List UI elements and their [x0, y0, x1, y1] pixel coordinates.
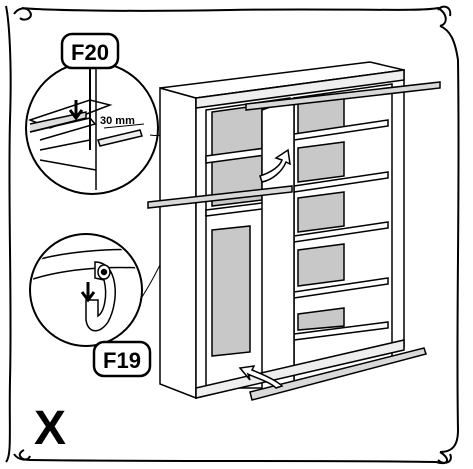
middle-rail — [147, 185, 293, 209]
arrow-down-icon — [68, 100, 84, 121]
callout-f20-label: F20 — [71, 40, 109, 65]
callout-f19: F19 — [92, 340, 152, 378]
callout-f20: F20 — [60, 32, 120, 70]
detail-circle-f19 — [29, 233, 143, 347]
wardrobe — [159, 61, 405, 400]
step-letter: X — [34, 402, 66, 455]
measurement-label: 30 mm — [100, 115, 135, 127]
curved-arrow-icon — [259, 148, 291, 183]
arrow-down-icon — [80, 282, 96, 303]
page-frame — [5, 5, 460, 464]
detail-circle-f20 — [25, 61, 159, 195]
curved-arrow-icon — [238, 365, 284, 389]
callout-f19-label: F19 — [103, 348, 141, 373]
top-rail — [245, 81, 441, 111]
bottom-rail — [249, 347, 427, 401]
